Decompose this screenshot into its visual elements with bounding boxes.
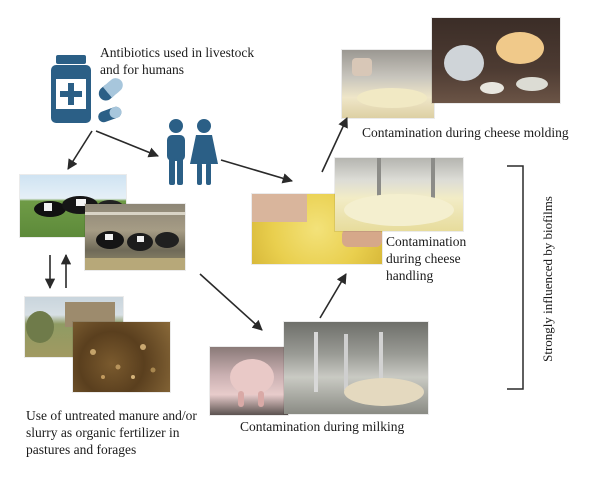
biofilms-bracket	[507, 165, 524, 390]
udder-photo	[210, 347, 288, 415]
milking-drawing	[314, 332, 424, 406]
arrow-humans-to-handling	[220, 159, 293, 184]
milking-parlor-photo	[284, 322, 428, 414]
milking-label: Contamination during milking	[240, 419, 405, 434]
manure-label: Use of untreated manure and/or slurry as…	[26, 408, 197, 457]
two-people-icon	[167, 119, 218, 185]
arrow-antibiotics-to-humans	[95, 130, 159, 158]
cows-barn-photo	[85, 204, 185, 270]
cheese-molding-photo	[342, 50, 434, 118]
barn-drawing	[85, 212, 185, 270]
molding-label: Contamination during cheese molding	[362, 125, 569, 140]
cheese-wheels-photo	[432, 18, 560, 103]
vat-drawing	[344, 158, 454, 226]
manure-pile-photo	[73, 322, 170, 392]
cheese-vat-photo	[335, 158, 463, 231]
manure-drawing	[90, 344, 156, 379]
udder-drawing	[230, 359, 274, 407]
arrow-antibiotics-to-cows	[67, 130, 93, 170]
arrow-milking-to-handling	[319, 273, 347, 319]
handling-label: Contamination during cheese handling	[386, 234, 467, 283]
biofilms-label-text: Strongly influenced by biofilms	[540, 196, 555, 362]
arrow-cows-to-milking	[199, 273, 263, 331]
wheels-drawing	[444, 32, 548, 94]
antibiotics-label: Antibiotics used in livestock and for hu…	[100, 45, 255, 77]
curd-drawing	[252, 194, 382, 247]
molding-drawing	[352, 58, 427, 108]
medicine-bottle-and-pills-icon	[51, 55, 123, 123]
